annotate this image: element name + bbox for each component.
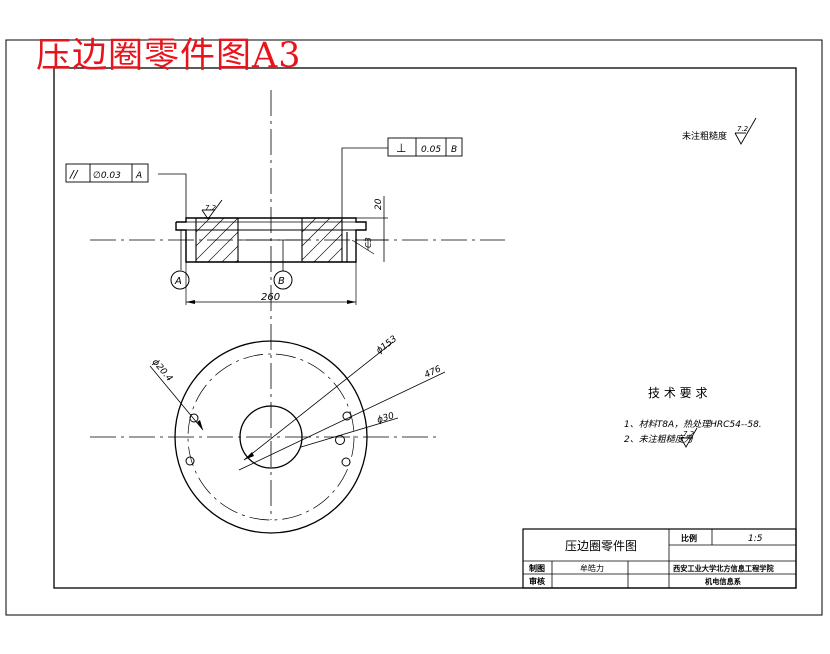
surface-finish-text: 未注粗糙度: [682, 130, 727, 142]
dim-chamfer: C3: [364, 237, 373, 248]
perpendicularity-tolerance: 0.05: [421, 145, 441, 155]
title-org-line1: 西安工业大学北方信息工程学院: [673, 564, 774, 573]
roughness-value: 7.2: [737, 125, 749, 133]
bolt-hole: [341, 457, 351, 467]
tech-req-line1: 1、材料T8A，热处理HRC54--58.: [624, 419, 762, 430]
bolt-hole: [342, 411, 352, 421]
tech-req-heading: 技 术 要 求: [648, 386, 707, 400]
tech-req-line2: 2、未注粗糙度为: [624, 434, 694, 445]
inner-border: [53, 67, 797, 589]
roughness-icon: [201, 199, 223, 220]
surface-finish-note: 未注粗糙度 7.2: [682, 117, 757, 145]
roughness-icon: [680, 427, 698, 448]
section-view: [90, 90, 505, 520]
fcf-parallelism: // ∅0.03 A: [65, 163, 149, 183]
title-part-name: 压边圈零件图: [565, 539, 637, 553]
title-scale-value: 1:5: [748, 534, 763, 544]
dim-inner-dia: ϕ30: [376, 411, 396, 426]
fcf-perpendicularity: ⊥ 0.05 B: [387, 137, 463, 157]
parallelism-tolerance: ∅0.03: [93, 171, 121, 181]
tech-requirements: 技 术 要 求 1、材料T8A，热处理HRC54--58. 2、未注粗糙度为 7…: [624, 386, 762, 448]
datum-a-bubble: [170, 270, 190, 290]
title-drawn-label: 制图: [529, 563, 545, 573]
title-block: [522, 528, 797, 589]
perpendicularity-symbol: ⊥: [396, 141, 406, 155]
roughness-icon: [734, 117, 757, 145]
title-drawn-name: 牟皓力: [580, 563, 604, 573]
inner-circle: [239, 405, 303, 469]
bolt-hole: [185, 456, 195, 466]
parallelism-symbol: //: [69, 168, 79, 181]
tech-req-roughness-value: 7.2: [683, 430, 695, 438]
datum-b-label: B: [278, 276, 285, 287]
dim-outer-dia: ϕ153: [375, 334, 400, 356]
outer-border: [5, 39, 823, 616]
bolt-hole: [189, 413, 199, 423]
dim-bolt-circle: 476: [423, 364, 443, 380]
perpendicularity-datum: B: [451, 145, 457, 155]
dim-overall-width: 260: [261, 292, 280, 303]
drawing-title-overlay: 压边圈零件图A3: [36, 36, 302, 76]
plan-view: [90, 340, 446, 534]
datum-a-label: A: [174, 276, 182, 287]
outer-circle: [174, 340, 368, 534]
parallelism-datum: A: [135, 171, 142, 181]
title-checked-label: 审核: [529, 576, 545, 586]
dim-height: 20: [374, 198, 384, 210]
datum-b-bubble: [273, 270, 293, 290]
bolt-circle: [187, 353, 355, 521]
title-scale-label: 比例: [681, 533, 697, 543]
top-roughness-value: 7.2: [205, 204, 217, 212]
section-hatch-right: [301, 217, 343, 263]
title-org-line2: 机电信息系: [705, 577, 741, 586]
section-hatch-left: [195, 217, 239, 263]
